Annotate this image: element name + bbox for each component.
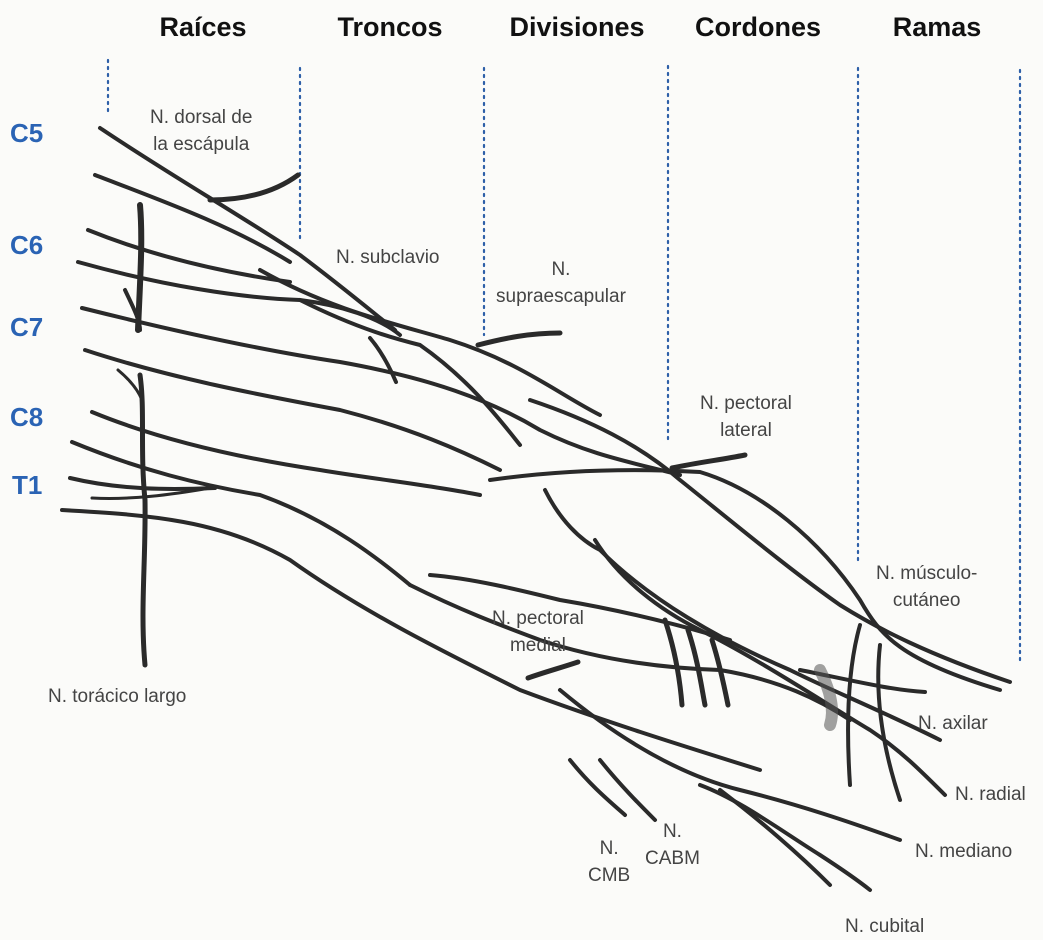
root-label-t1: T1 [12, 470, 42, 501]
header-raices: Raíces [159, 12, 246, 43]
lateral-pectoral-nerve [672, 455, 745, 468]
ulnar-nerve-lower [720, 790, 830, 885]
long-thoracic-upper [138, 205, 141, 330]
medial-cord [410, 585, 850, 720]
medial-pectoral-nerve [528, 662, 578, 678]
label-pectoral-medial: N. pectoral medial [492, 605, 584, 659]
c8-root [92, 412, 480, 495]
header-troncos: Troncos [337, 12, 442, 43]
label-toracico-largo: N. torácico largo [48, 683, 186, 710]
label-cubital: N. cubital [845, 913, 924, 940]
header-cordones: Cordones [695, 12, 821, 43]
long-thoracic-nerve [140, 375, 145, 665]
label-dorsal-escapula: N. dorsal de la escápula [150, 104, 252, 158]
c5-root [100, 128, 395, 330]
label-supraescapular: N. supraescapular [496, 256, 626, 310]
header-divisiones: Divisiones [509, 12, 644, 43]
nerve-strokes [62, 128, 1010, 890]
label-cmb: N. CMB [588, 835, 630, 889]
root-label-c8: C8 [10, 402, 43, 433]
label-axilar: N. axilar [918, 710, 988, 737]
cabm-nerve [600, 760, 655, 820]
upper-trunk-bottom [300, 300, 520, 445]
header-ramas: Ramas [893, 12, 982, 43]
root-label-c5: C5 [10, 118, 43, 149]
suprascapular-nerve [478, 333, 560, 345]
label-mediano: N. mediano [915, 838, 1012, 865]
dorsal-scapular-nerve [210, 175, 298, 200]
cmb-nerve [570, 760, 625, 815]
root-label-c7: C7 [10, 312, 43, 343]
label-subclavio: N. subclavio [336, 244, 440, 271]
subscapular-branch-1 [665, 620, 682, 705]
root-label-c6: C6 [10, 230, 43, 261]
label-pectoral-lateral: N. pectoral lateral [700, 390, 792, 444]
subclavian-nerve [370, 338, 396, 382]
median-lateral-root [848, 625, 860, 785]
c7-middle-trunk-lower [85, 350, 500, 470]
shaded-crossing [820, 670, 832, 725]
label-radial: N. radial [955, 781, 1026, 808]
label-cabm: N. CABM [645, 818, 700, 872]
median-medial-root [878, 645, 900, 800]
label-musculocutaneo: N. músculo- cutáneo [876, 560, 977, 614]
t1-lower-trunk [62, 510, 760, 770]
